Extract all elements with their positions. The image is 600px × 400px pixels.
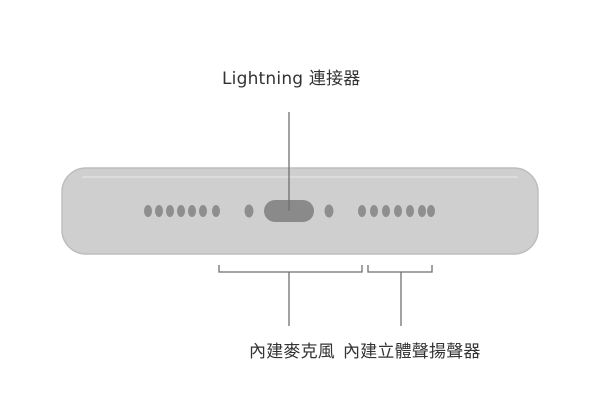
speaker-hole (406, 205, 414, 217)
speaker-hole (418, 205, 426, 217)
built-in-microphone-label: 內建麥克風 (249, 342, 335, 362)
mic-hole (177, 205, 185, 217)
screw-right (324, 204, 334, 218)
microphone-holes (144, 205, 220, 217)
mic-hole (212, 205, 220, 217)
built-in-stereo-speaker-label: 內建立體聲揚聲器 (343, 342, 481, 362)
screw-left (244, 204, 254, 218)
speaker-bracket (367, 265, 433, 273)
speaker-hole (370, 205, 378, 217)
mic-hole (188, 205, 196, 217)
mic-hole (144, 205, 152, 217)
microphone-bracket (218, 265, 363, 273)
speaker-holes (358, 205, 435, 217)
lightning-connector-label: Lightning 連接器 (222, 69, 361, 89)
mic-hole (166, 205, 174, 217)
mic-hole (155, 205, 163, 217)
speaker-hole (382, 205, 390, 217)
speaker-hole (427, 205, 435, 217)
mic-hole (199, 205, 207, 217)
speaker-hole (358, 205, 366, 217)
speaker-hole (394, 205, 402, 217)
